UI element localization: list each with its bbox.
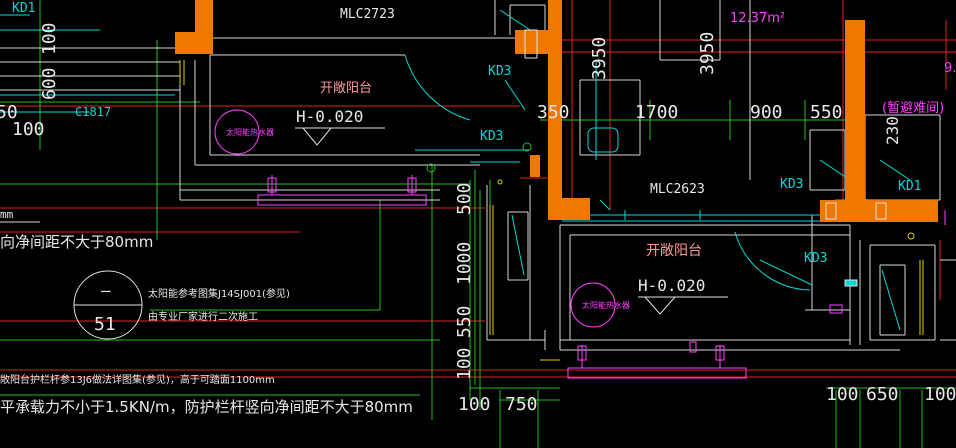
label-kd1-top: KD1 bbox=[12, 1, 35, 16]
dim-3950-b: 3950 bbox=[697, 32, 718, 75]
note-solar-ref-2: 由专业厂家进行二次施工 bbox=[148, 310, 258, 323]
detail-callout-top: — bbox=[101, 281, 111, 300]
white-structure-lines bbox=[0, 0, 956, 351]
label-refuge: (暂避难间) bbox=[882, 101, 944, 116]
label-balcony-2: 开敞阳台 bbox=[646, 243, 702, 259]
column-markers bbox=[524, 29, 887, 314]
label-solar-2: 太阳能热水器 bbox=[582, 300, 630, 310]
note-spacing-top: 向净间距不大于80mm bbox=[0, 233, 153, 251]
dim-350: 350 bbox=[537, 102, 570, 123]
level-symbols bbox=[295, 127, 728, 315]
dim-100-bottom-a: 100 bbox=[458, 394, 491, 415]
dim-100-top: 100 bbox=[39, 22, 60, 55]
dim-550-vertical: 550 bbox=[454, 305, 475, 338]
label-solar-1: 太阳能热水器 bbox=[226, 127, 274, 137]
red-axis-lines bbox=[0, 0, 956, 378]
label-level-1: H-0.020 bbox=[296, 107, 363, 126]
orange-walls bbox=[175, 0, 938, 222]
dim-750: 750 bbox=[505, 394, 538, 415]
label-balcony-1: 开敞阳台 bbox=[320, 80, 372, 96]
dim-100-bottom-c: 100 bbox=[924, 384, 956, 405]
dim-100-vertical: 100 bbox=[454, 347, 475, 380]
note-mm-fragment: mm bbox=[0, 208, 14, 221]
label-mlc2623: MLC2623 bbox=[650, 182, 705, 197]
detail-callout-number: 51 bbox=[94, 314, 116, 335]
solar-heater-symbol-2 bbox=[570, 282, 616, 328]
dim-50-fragment: 50 bbox=[0, 102, 18, 123]
leader-dots bbox=[426, 142, 915, 240]
label-kd3-c: KD3 bbox=[780, 177, 803, 192]
note-load: 平承载力不小于1.5KN/m，防护栏杆竖向净间距不大于80mm bbox=[0, 398, 413, 416]
dim-230: 230 bbox=[883, 116, 902, 145]
label-right-fragment: 9. bbox=[944, 61, 956, 76]
note-solar-ref-1: 太阳能参考图集J14SJ001(参见) bbox=[148, 287, 290, 300]
dim-500: 500 bbox=[454, 182, 475, 215]
label-kd3-b: KD3 bbox=[480, 129, 503, 144]
label-kd3-d: KD3 bbox=[804, 251, 827, 266]
label-kd3-a: KD3 bbox=[488, 64, 511, 79]
dimension-texts: 350 1700 900 550 3950 3950 230 500 1000 … bbox=[0, 22, 956, 415]
dim-600: 600 bbox=[39, 67, 60, 100]
label-level-2: H-0.020 bbox=[638, 276, 705, 295]
dim-1700: 1700 bbox=[635, 102, 678, 123]
dim-1000: 1000 bbox=[454, 242, 475, 285]
solar-heater-symbol-1 bbox=[214, 109, 260, 155]
label-kd1-right: KD1 bbox=[898, 179, 921, 194]
note-rail: 敞阳台护栏杆参13J6做法详图集(参见)，高于可踏面1100mm bbox=[0, 373, 275, 386]
dim-550: 550 bbox=[810, 102, 843, 123]
label-c1817: C1817 bbox=[75, 105, 111, 119]
dim-900: 900 bbox=[750, 102, 783, 123]
text-labels: KD1 KD1 KD3 KD3 KD3 KD3 MLC2723 MLC2623 … bbox=[12, 1, 956, 310]
dim-3950-a: 3950 bbox=[589, 37, 610, 80]
dim-100-left: 100 bbox=[12, 119, 45, 140]
annotation-notes: mm 向净间距不大于80mm 太阳能参考图集J14SJ001(参见) 由专业厂家… bbox=[0, 208, 413, 416]
cyan-lines bbox=[0, 0, 911, 331]
magenta-rails bbox=[214, 109, 946, 379]
label-area: 12.37m² bbox=[730, 11, 785, 26]
label-mlc2723: MLC2723 bbox=[340, 7, 395, 22]
dim-650: 650 bbox=[866, 384, 899, 405]
detail-callout bbox=[73, 270, 143, 340]
dim-100-bottom-b: 100 bbox=[826, 384, 859, 405]
